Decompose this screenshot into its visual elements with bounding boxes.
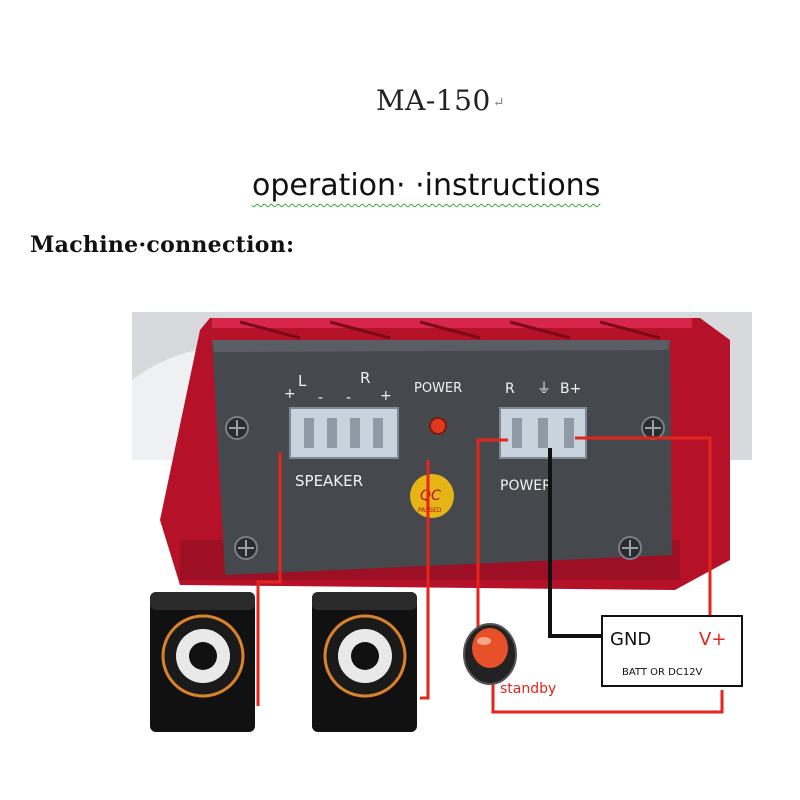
vplus-label: V+ bbox=[699, 629, 726, 650]
standby-switch-icon bbox=[463, 623, 517, 685]
model-title: MA-150↵ bbox=[376, 84, 506, 117]
instructions-subtitle: operation· ·instructions bbox=[252, 168, 601, 203]
speaker-pol-1: + bbox=[284, 386, 296, 402]
power-led-label: POWER bbox=[414, 381, 462, 396]
standby-switch-label: standby bbox=[500, 681, 556, 697]
speaker-right-label: R bbox=[360, 369, 370, 387]
power-supply-box bbox=[601, 615, 743, 687]
svg-text:QC: QC bbox=[420, 488, 441, 504]
section-heading: Machine·connection: bbox=[30, 232, 295, 258]
power-pin-r-label: R bbox=[505, 381, 515, 397]
ground-symbol-icon: ⏚ bbox=[537, 381, 551, 397]
left-speaker bbox=[150, 592, 255, 732]
speaker-pol-3: - bbox=[346, 390, 351, 406]
amplifier-front-panel bbox=[212, 340, 672, 575]
speaker-pol-2: - bbox=[318, 390, 323, 406]
power-led-icon bbox=[429, 417, 447, 435]
power-terminal-label: POWER bbox=[500, 478, 552, 494]
speaker-pol-4: + bbox=[380, 388, 392, 404]
power-pin-bplus-label: B+ bbox=[560, 381, 581, 397]
right-speaker bbox=[312, 592, 417, 732]
power-wires bbox=[476, 436, 724, 714]
svg-text:PASSED: PASSED bbox=[418, 507, 442, 514]
speaker-left-label: L bbox=[298, 372, 307, 390]
battery-label: BATT OR DC12V bbox=[622, 667, 703, 678]
gnd-label: GND bbox=[610, 629, 651, 650]
speaker-wires bbox=[256, 452, 430, 706]
speaker-terminal-label: SPEAKER bbox=[295, 472, 363, 490]
speaker-terminal-block bbox=[289, 407, 399, 459]
power-terminal-block bbox=[499, 407, 587, 459]
qc-sticker-icon: QC PASSED bbox=[410, 474, 454, 518]
